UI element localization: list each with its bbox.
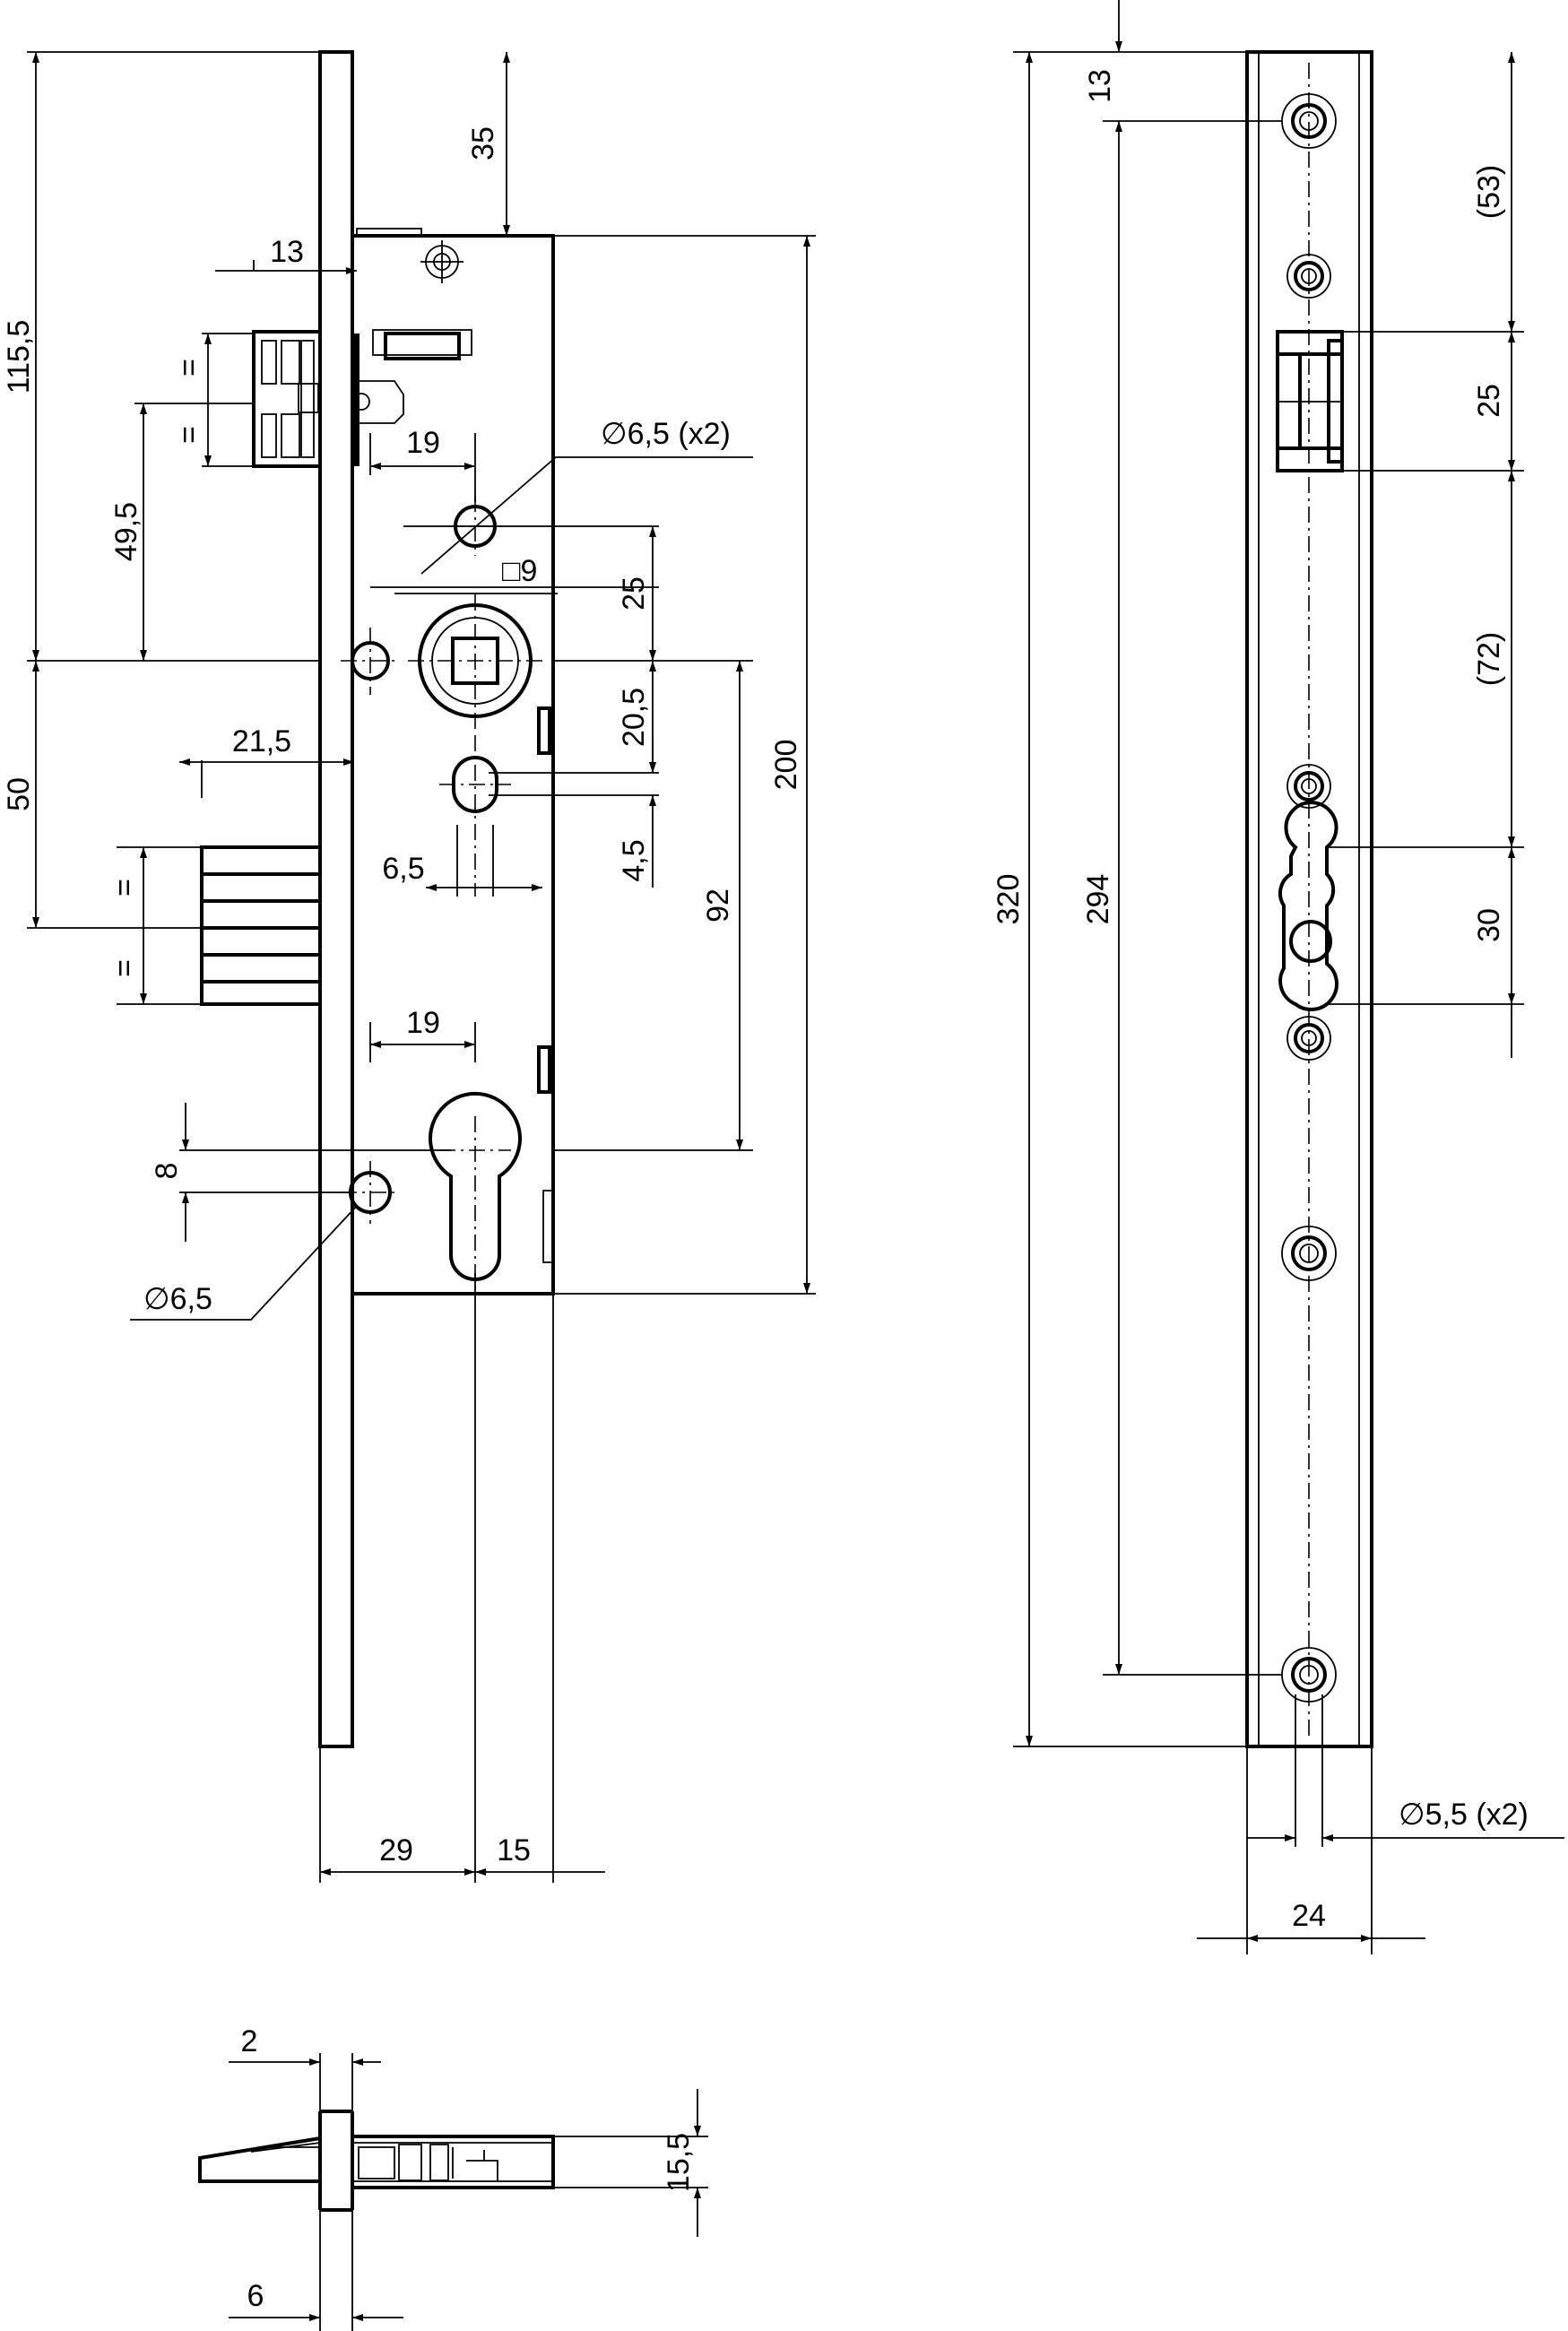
label-6-5-lower: ∅6,5 <box>143 1282 212 1316</box>
label-19-top: 19 <box>406 426 440 460</box>
top-forend-caps <box>320 2110 352 2212</box>
case-detent-lower <box>537 1045 551 1094</box>
label-5-5-x2: ∅5,5 (x2) <box>1399 1798 1529 1832</box>
label-320: 320 <box>992 874 1026 925</box>
label-6-top: 6 <box>247 2279 264 2313</box>
top-extension-lines <box>319 2053 708 2331</box>
label-8: 8 <box>150 1163 184 1180</box>
label-6-5-x2: ∅6,5 (x2) <box>601 417 731 451</box>
label-15: 15 <box>497 1833 531 1867</box>
top-internal-parts <box>358 2144 498 2181</box>
label-50: 50 <box>2 777 36 811</box>
case-detent-upper <box>537 706 551 755</box>
label-200: 200 <box>769 740 803 791</box>
top-forend <box>318 2111 354 2210</box>
side-extension-lines <box>27 51 816 1883</box>
label-15-5: 15,5 <box>662 2133 696 2192</box>
label-2: 2 <box>241 2024 258 2058</box>
label-30: 30 <box>1472 908 1506 942</box>
front-cylinder-pin <box>1289 920 1332 963</box>
latch-tail <box>360 380 404 424</box>
label-21-5: 21,5 <box>232 724 291 758</box>
leader-6-5-x2 <box>420 456 753 575</box>
label-24: 24 <box>1292 1899 1326 1933</box>
leader-6-5 <box>130 1205 358 1321</box>
top-case-body <box>352 2135 555 2189</box>
label-294: 294 <box>1081 874 1115 925</box>
top-latch-head <box>198 2136 322 2183</box>
label-equal-upper-1: = <box>172 359 206 377</box>
label-19-bottom: 19 <box>406 1006 440 1040</box>
cylinder-cutout <box>429 1091 522 1281</box>
label-49-5: 49,5 <box>109 502 143 561</box>
forend-plate <box>318 50 354 1748</box>
label-equal-lower-2: = <box>108 959 142 977</box>
label-29: 29 <box>379 1833 413 1867</box>
label-25: 25 <box>617 576 651 611</box>
top-screw-center <box>420 240 463 283</box>
detent-slot <box>384 332 461 360</box>
label-equal-lower-1: = <box>108 879 142 897</box>
case-detent-bottom <box>542 1190 554 1263</box>
case-top-lip <box>356 228 422 236</box>
lock-case <box>352 234 555 1295</box>
front-view: 13 (53) 25 (72) 30 320 294 ∅5,5 (x2) 24 <box>992 0 1564 1954</box>
dead-bolt <box>200 845 322 1006</box>
latch-pin <box>352 393 370 411</box>
label-6-5: 6,5 <box>382 852 424 886</box>
forend-front-plate <box>1245 50 1373 1748</box>
label-20-5: 20,5 <box>617 688 651 747</box>
label-13: 13 <box>270 235 304 269</box>
label-25-front: 25 <box>1472 384 1506 418</box>
label-35: 35 <box>466 126 500 160</box>
side-view: 115,5 35 13 = = 49,5 50 21,5 = = ∅6,5 (x… <box>2 50 816 1883</box>
label-square-9: □9 <box>502 554 537 588</box>
top-view: 2 15,5 6 <box>198 2024 708 2331</box>
label-13-front: 13 <box>1083 69 1117 103</box>
label-115-5: 115,5 <box>2 320 36 394</box>
front-extension-lines <box>1013 51 1524 1954</box>
latch-bolt <box>252 330 360 468</box>
label-equal-upper-2: = <box>172 426 206 444</box>
detent-slot-frame <box>372 329 472 356</box>
top-latch-bevel <box>250 2142 321 2153</box>
label-92: 92 <box>701 888 735 923</box>
label-4-5: 4,5 <box>617 839 651 881</box>
label-53: (53) <box>1472 165 1506 219</box>
front-latch-window <box>1276 330 1344 472</box>
label-72: (72) <box>1472 632 1506 686</box>
